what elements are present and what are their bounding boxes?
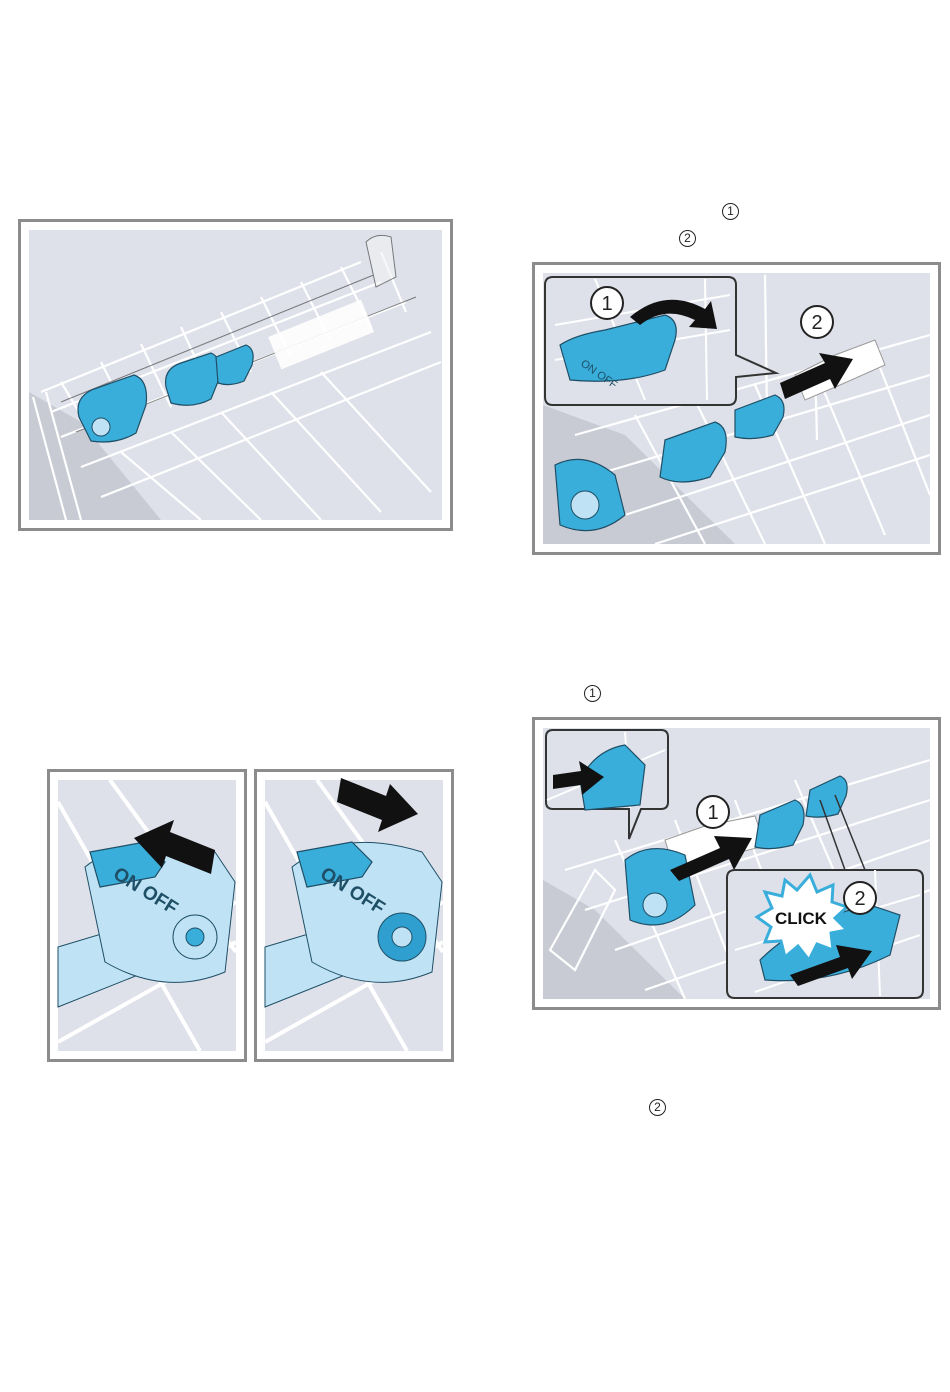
callout-circle-2: 2 [844, 882, 876, 914]
step-marker-1: 1 [722, 203, 739, 220]
rack-illustration: 1 CLICK [535, 720, 938, 1007]
step-marker-2: 2 [679, 230, 696, 247]
figure-remove-insert: 2 ON OFF 1 [532, 262, 941, 555]
svg-text:1: 1 [601, 293, 612, 315]
figure-on-off-left: ON OFF [47, 769, 247, 1062]
step-marker-2: 2 [649, 1099, 666, 1116]
switch-illustration: ON OFF [50, 772, 244, 1059]
figure-insert-click: 1 CLICK [532, 717, 941, 1010]
callout-circle-1: 1 [591, 287, 623, 319]
step-marker-1: 1 [584, 685, 601, 702]
figure-rack-overview [18, 219, 453, 531]
callout-circle-2: 2 [801, 306, 833, 338]
figure-on-off-right: ON OFF [254, 769, 454, 1062]
svg-text:2: 2 [811, 312, 822, 334]
switch-illustration: ON OFF [257, 772, 451, 1059]
svg-text:CLICK: CLICK [775, 909, 828, 928]
svg-text:2: 2 [854, 888, 865, 910]
rack-illustration [21, 222, 450, 528]
svg-text:1: 1 [707, 802, 718, 824]
rack-illustration: 2 ON OFF 1 [535, 265, 938, 552]
callout-circle-1: 1 [697, 796, 729, 828]
